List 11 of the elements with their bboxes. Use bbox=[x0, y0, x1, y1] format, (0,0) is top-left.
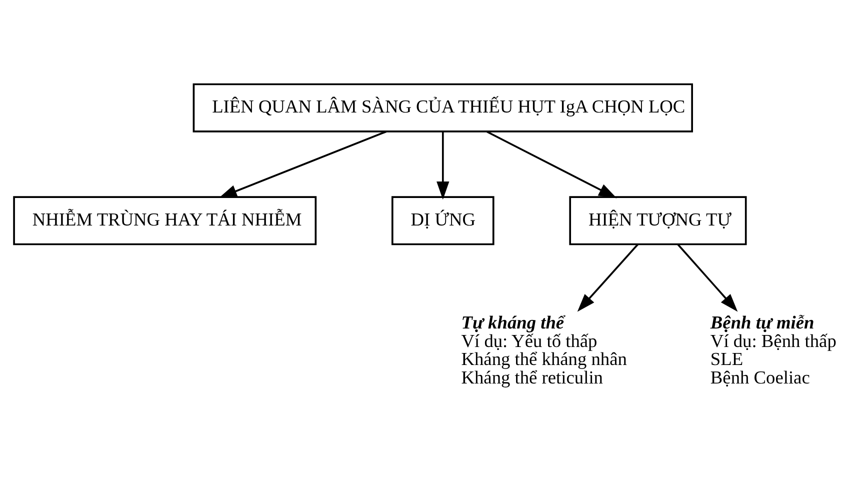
arrow bbox=[577, 244, 639, 312]
node-box: HIỆN TƯỢNG TỰ bbox=[569, 196, 747, 246]
node-text: Tự kháng thể Ví dụ: Yếu tố thấp Kháng thể kháng nhân Kháng thể reticulin bbox=[461, 312, 627, 388]
arrow bbox=[436, 132, 450, 200]
arrow bbox=[677, 244, 738, 312]
node-box: DỊ ỨNG bbox=[391, 196, 494, 246]
arrow bbox=[218, 130, 387, 198]
node-box: NHIỄM TRÙNG HAY TÁI NHIỄM bbox=[13, 196, 317, 246]
node-box: LIÊN QUAN LÂM SÀNG CỦA THIẾU HỤT IgA CHỌN LỌC bbox=[192, 83, 693, 132]
arrow bbox=[486, 130, 617, 198]
node-text: Bệnh tự miễn Ví dụ: Bệnh thấp SLE Bệnh Coeliac bbox=[710, 312, 836, 388]
